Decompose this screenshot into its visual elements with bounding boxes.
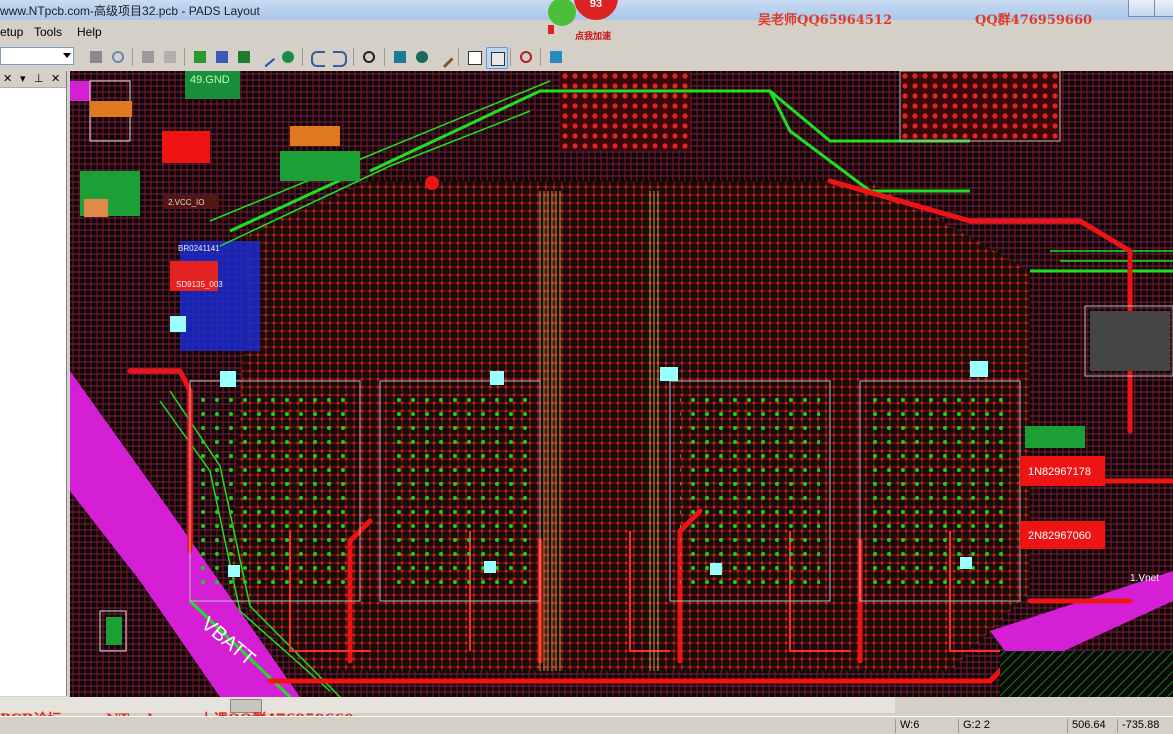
panel-header: ✕ ▾ ⊥ ✕ <box>0 71 66 88</box>
frog-mascot-icon[interactable] <box>548 0 576 26</box>
brush-icon[interactable] <box>434 47 454 69</box>
pour-icon[interactable] <box>464 47 484 67</box>
horizontal-scrollbar[interactable] <box>0 697 895 713</box>
pcb-canvas[interactable]: 49.GND 2.VCC_IO BR0241141 SD9135_003 1N8… <box>70 71 1173 697</box>
part-label-2n: 2N82967060 <box>1028 530 1091 542</box>
flag-icon <box>548 25 554 34</box>
chevron-down-icon <box>63 53 71 58</box>
window-icon[interactable] <box>486 47 508 69</box>
status-bar <box>0 716 1173 734</box>
status-width: W:6 <box>895 719 958 733</box>
dropdown-icon[interactable]: ▾ <box>20 73 26 85</box>
panel-menu-icon[interactable]: ✕ <box>3 73 13 85</box>
sketch-icon[interactable] <box>412 47 432 67</box>
pin-icon[interactable]: ⊥ <box>34 73 44 85</box>
hyperlynx-icon[interactable] <box>546 47 566 67</box>
status-grid: G:2 2 <box>958 719 1023 733</box>
options-icon[interactable] <box>160 47 180 67</box>
route-icon[interactable] <box>190 47 210 67</box>
window-title: www.NTpcb.com-高级项目32.pcb - PADS Layout <box>0 4 260 18</box>
menu-bar: etup Tools Help <box>0 22 1173 42</box>
notification-caption[interactable]: 点我加速 <box>575 31 612 41</box>
toolbar-separator <box>302 48 303 66</box>
save-icon[interactable] <box>86 47 106 67</box>
maximize-button[interactable] <box>1154 0 1173 17</box>
layer-dropdown[interactable] <box>0 47 74 65</box>
close-icon[interactable]: ✕ <box>51 73 61 85</box>
toolbar-separator <box>510 48 511 66</box>
menu-setup[interactable]: etup <box>0 25 24 39</box>
add-route-icon[interactable] <box>256 47 276 68</box>
toolbar-separator <box>184 48 185 66</box>
menu-tools[interactable]: Tools <box>34 25 63 39</box>
toolbar-separator <box>353 48 354 66</box>
display-icon[interactable] <box>234 47 254 67</box>
find-icon[interactable] <box>516 47 536 67</box>
cluster-icon[interactable] <box>278 47 298 67</box>
status-x-coord: 506.64 <box>1067 719 1116 733</box>
undo-icon[interactable] <box>307 47 327 67</box>
redraw-icon[interactable] <box>108 47 128 67</box>
menu-help[interactable]: Help <box>77 25 102 39</box>
watermark-group-qq: QQ群476959660 <box>975 13 1093 28</box>
part-label-u1: BR0241141 <box>178 244 220 253</box>
net-label-vcc-io: 2.VCC_IO <box>168 198 204 207</box>
toolbar-separator <box>540 48 541 66</box>
net-label-vnet: 1.Vnet <box>1130 573 1159 584</box>
net-label-49gnd: 49.GND <box>190 74 230 86</box>
toolbar-separator <box>458 48 459 66</box>
scroll-thumb[interactable] <box>230 699 262 713</box>
notification-badge[interactable]: 93 <box>574 0 618 20</box>
zoom-icon[interactable] <box>359 47 379 67</box>
project-explorer-panel[interactable] <box>0 71 67 696</box>
minimize-button[interactable] <box>1128 0 1156 17</box>
part-label-1n: 1N82967178 <box>1028 466 1091 478</box>
redo-icon[interactable] <box>329 47 349 67</box>
status-y-coord: -735.88 <box>1117 719 1173 733</box>
verify-design-icon[interactable] <box>390 47 410 67</box>
part-label-u2: SD9135_003 <box>176 280 223 289</box>
toolbar-separator <box>132 48 133 66</box>
toolbar-separator <box>384 48 385 66</box>
watermark-teacher-qq: 吴老师QQ65964512 <box>758 13 893 28</box>
auto-route-icon[interactable] <box>212 47 232 67</box>
print-icon[interactable] <box>138 47 158 67</box>
